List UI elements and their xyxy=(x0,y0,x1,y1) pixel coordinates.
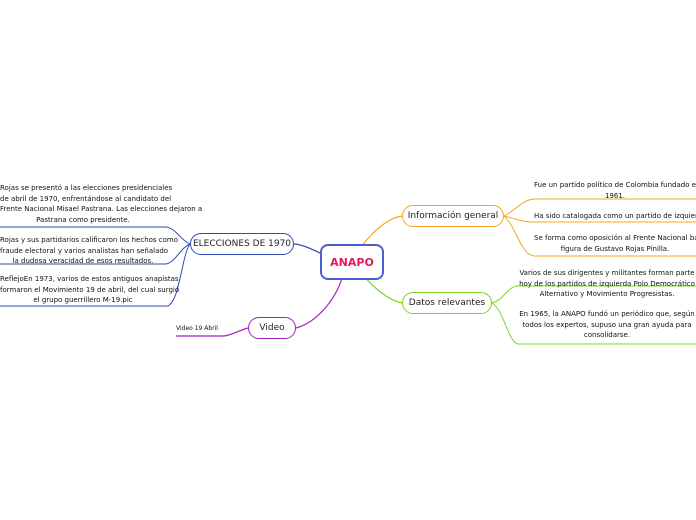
leaf-video-1[interactable]: Video 19 Abril xyxy=(176,324,224,335)
connector-elecciones-leaf-2 xyxy=(0,243,191,265)
central-topic[interactable]: ANAPO xyxy=(320,244,384,280)
leaf-line: formaron el Movimiento 19 de abril, del … xyxy=(0,285,180,294)
leaf-line: Se forma como oposición al Frente Nacion… xyxy=(534,234,696,242)
leaf-line: el grupo guerrillero M-19.pic xyxy=(33,296,133,304)
leaf-line: de abril de 1970, enfrentándose al candi… xyxy=(0,194,172,203)
branch-elecciones-1970[interactable]: ELECCIONES DE 1970 xyxy=(190,233,294,255)
branch-datos-relevantes[interactable]: Datos relevantes xyxy=(402,292,492,314)
branch-label: Información general xyxy=(407,211,499,221)
leaf-elecciones-3[interactable]: ReflejoEn 1973, varios de estos antiguos… xyxy=(0,274,180,306)
leaf-datos-1[interactable]: Varios de sus dirigentes y militantes fo… xyxy=(518,268,696,300)
leaf-line: Video 19 Abril xyxy=(176,325,218,332)
connector-elecciones-leaf-3 xyxy=(0,243,191,307)
leaf-line: todos los expertos, supuso una gran ayud… xyxy=(522,320,692,329)
leaf-line: Ha sido catalogada como un partido de iz… xyxy=(534,212,696,220)
leaf-info-3[interactable]: Se forma como oposición al Frente Nacion… xyxy=(534,233,696,254)
connector-datos-leaf-2 xyxy=(491,302,696,345)
leaf-info-2[interactable]: Ha sido catalogada como un partido de iz… xyxy=(534,211,696,222)
connector-info xyxy=(361,215,403,247)
connector-info-leaf-3 xyxy=(503,215,696,257)
leaf-line: ReflejoEn 1973, varios de estos antiguos… xyxy=(0,275,179,283)
connector-info-leaf-1 xyxy=(503,198,696,217)
connector-elecciones xyxy=(293,243,323,255)
leaf-line: hoy de los partidos de izquierda Polo De… xyxy=(519,279,695,288)
branch-label: ELECCIONES DE 1970 xyxy=(192,239,292,249)
leaf-line: Varios de sus dirigentes y militantes fo… xyxy=(519,269,695,277)
leaf-line: la dudosa veracidad de esos resultados. xyxy=(12,257,154,265)
leaf-line: Frente Nacional Misael Pastrana. Las ele… xyxy=(0,205,203,213)
leaf-line: Alternativo y Movimiento Progresistas. xyxy=(539,290,675,298)
connector-video xyxy=(295,277,343,329)
leaf-line: 1961. xyxy=(604,191,626,200)
leaf-line: Pastrana como presidente. xyxy=(36,215,130,224)
connector-video-leaf-1 xyxy=(176,327,249,337)
leaf-line: Rojas y sus partidarios calificaron los … xyxy=(0,236,179,244)
central-topic-label: ANAPO xyxy=(330,255,374,269)
connector-datos-leaf-1 xyxy=(491,285,696,304)
branch-informacion-general[interactable]: Información general xyxy=(402,205,504,227)
branch-video[interactable]: Video xyxy=(248,317,296,339)
branch-label: Datos relevantes xyxy=(408,298,486,308)
leaf-line: figura de Gustavo Rojas Pinilla. xyxy=(560,244,670,253)
leaf-elecciones-1[interactable]: Rojas se presentó a las elecciones presi… xyxy=(0,183,203,225)
leaf-elecciones-2[interactable]: Rojas y sus partidarios calificaron los … xyxy=(0,235,179,267)
leaf-line: En 1965, la ANAPO fundó un periódico que… xyxy=(519,310,695,318)
leaf-info-1[interactable]: Fue un partido político de Colombia fund… xyxy=(534,180,696,201)
connector-elecciones-leaf-1 xyxy=(0,226,191,245)
leaf-line: fraude electoral y varios analistas han … xyxy=(0,246,169,255)
leaf-line: Rojas se presentó a las elecciones presi… xyxy=(0,184,173,192)
connector-info-leaf-2 xyxy=(503,215,696,223)
leaf-datos-2[interactable]: En 1965, la ANAPO fundó un periódico que… xyxy=(518,309,696,341)
leaf-line: Fue un partido político de Colombia fund… xyxy=(534,181,696,189)
leaf-line: consolidarse. xyxy=(583,331,631,339)
branch-label: Video xyxy=(259,323,285,333)
